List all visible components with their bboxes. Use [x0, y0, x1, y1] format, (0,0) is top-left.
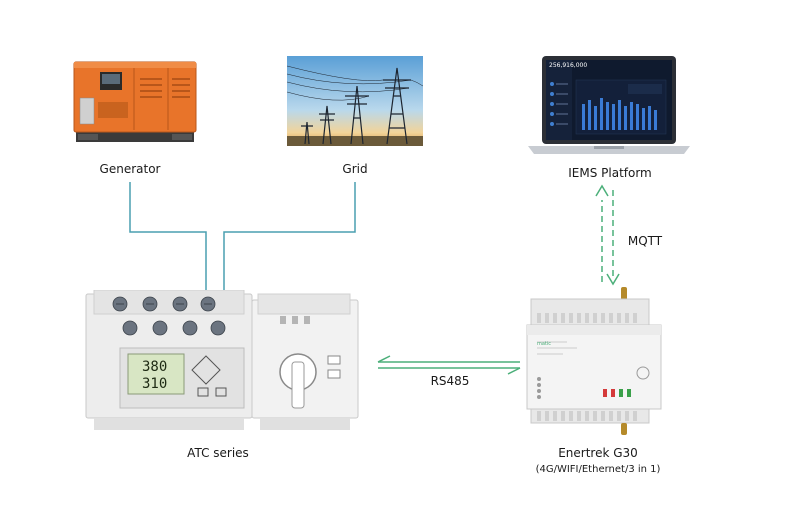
grid-label: Grid	[342, 162, 368, 176]
rs485-right-arrow	[507, 367, 521, 375]
grid-to-atc-line	[223, 182, 356, 292]
mqtt-label: MQTT	[627, 234, 663, 248]
generator-label: Generator	[99, 162, 161, 176]
atc-display-bottom: 310	[142, 376, 168, 392]
platform-label: IEMS Platform	[568, 166, 652, 180]
gateway-device-image: matic	[525, 285, 665, 435]
grid-image	[287, 56, 423, 146]
gateway-brand: matic	[537, 341, 552, 347]
platform-screen-value: 256,916,000	[549, 62, 588, 69]
mqtt-up-arrow	[595, 184, 609, 197]
laptop-image: 256,916,000	[528, 54, 690, 158]
atc-display-top: 380	[142, 359, 168, 375]
gateway-label: Enertrek G30	[558, 446, 638, 460]
rs485-label: RS485	[430, 374, 470, 388]
atc-label: ATC series	[187, 446, 249, 460]
atc-device-image: 380 310	[80, 289, 370, 435]
rs485-left-arrow	[377, 355, 391, 363]
generator-to-atc-line	[129, 182, 207, 292]
mqtt-down-arrow	[606, 273, 620, 286]
generator-image	[72, 58, 198, 146]
gateway-sublabel: (4G/WIFI/Ethernet/3 in 1)	[535, 464, 661, 475]
